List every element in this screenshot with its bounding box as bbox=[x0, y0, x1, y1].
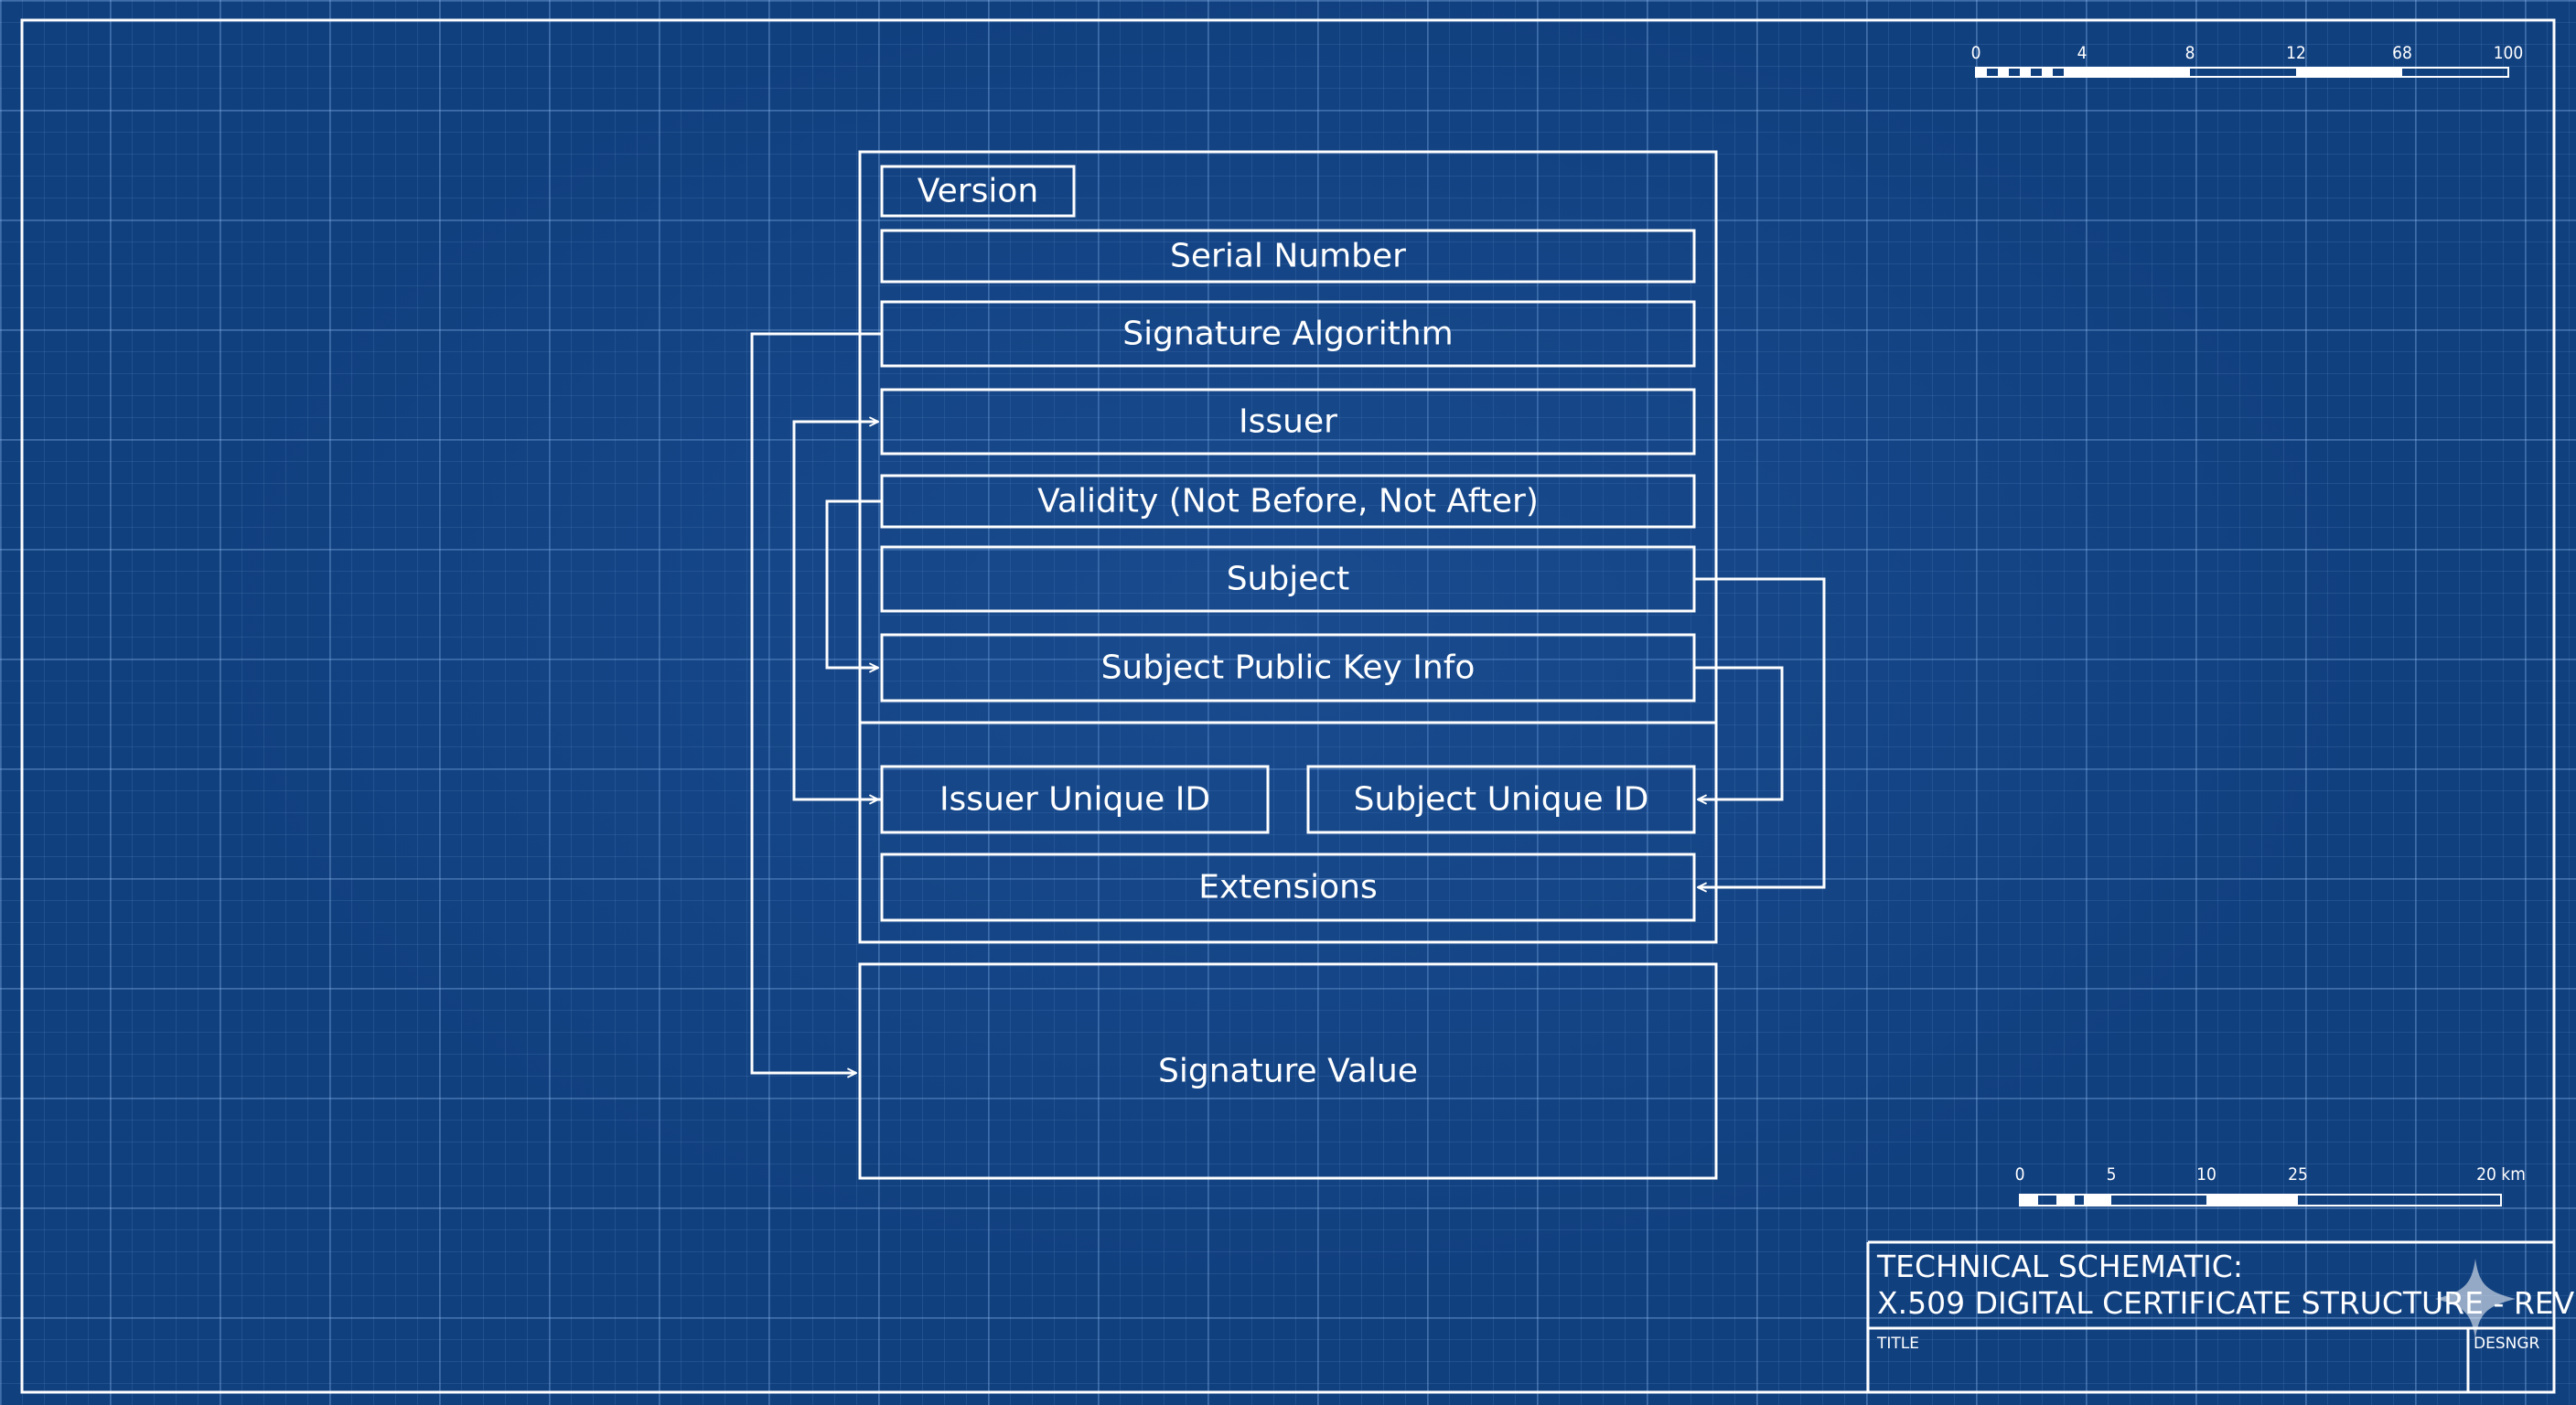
scale-bottom-tick: 10 bbox=[2196, 1164, 2216, 1185]
scale-top-tick: 8 bbox=[2185, 43, 2195, 63]
scale-top-segment bbox=[1998, 68, 2009, 77]
connector-subject-to-extensions bbox=[1694, 577, 1826, 887]
extensions-box bbox=[880, 853, 1696, 922]
serial-number-box bbox=[880, 229, 1696, 284]
connector-issuer-unique-id-to-issuer bbox=[792, 422, 882, 801]
scale-bar-top: 0 4 8 12 68 100 bbox=[1971, 43, 2524, 78]
scale-bottom-segment bbox=[2020, 1195, 2038, 1206]
signature-value-label: Signature Value bbox=[1158, 1053, 1418, 1090]
signature-value-box bbox=[858, 962, 1718, 1180]
scale-bottom-segment bbox=[2084, 1195, 2111, 1206]
title-block-designer-label: DESNGR bbox=[2474, 1335, 2540, 1353]
version-box bbox=[880, 165, 1076, 218]
scale-bottom-segment bbox=[2056, 1195, 2075, 1206]
scale-top-segment bbox=[2042, 68, 2053, 77]
subject-unique-id-label: Subject Unique ID bbox=[1354, 781, 1649, 819]
tbs-certificate-container bbox=[858, 150, 1718, 944]
connector-signature-algorithm-to-signature-value bbox=[750, 332, 882, 1073]
subject-public-key-info-label: Subject Public Key Info bbox=[1101, 649, 1476, 687]
signature-algorithm-label: Signature Algorithm bbox=[1122, 316, 1453, 353]
scale-bottom-segment bbox=[2206, 1195, 2298, 1206]
scale-top-tick: 4 bbox=[2077, 43, 2088, 63]
scale-top-segment bbox=[2064, 68, 2082, 77]
issuer-box bbox=[880, 388, 1696, 456]
drawing-border bbox=[20, 18, 2556, 1394]
connector-validity-to-public-key-info bbox=[825, 499, 882, 668]
scale-top-tick: 68 bbox=[2392, 43, 2412, 63]
validity-label: Validity (Not Before, Not After) bbox=[1037, 483, 1539, 520]
scale-bottom-tick: 20 km bbox=[2476, 1164, 2526, 1185]
scale-top-segment bbox=[1976, 68, 1987, 77]
scale-top-segment bbox=[2082, 68, 2190, 77]
issuer-unique-id-label: Issuer Unique ID bbox=[939, 781, 1210, 819]
scale-top-outline bbox=[1975, 67, 2509, 78]
scale-bottom-tick: 0 bbox=[2015, 1164, 2025, 1185]
scale-bottom-tick: 5 bbox=[2107, 1164, 2117, 1185]
subject-label: Subject bbox=[1227, 561, 1350, 598]
version-label: Version bbox=[918, 173, 1038, 210]
scale-top-tick: 0 bbox=[1971, 43, 1981, 63]
scale-top-tick: 100 bbox=[2494, 43, 2524, 63]
connector-public-key-to-subject-unique-id bbox=[1694, 666, 1784, 799]
subject-unique-id-box bbox=[1306, 765, 1696, 834]
sparkle-icon bbox=[2435, 1259, 2516, 1339]
scale-top-segment bbox=[2020, 68, 2031, 77]
scale-bottom-tick: 25 bbox=[2288, 1164, 2308, 1185]
scale-bar-bottom: 0 5 10 25 20 km bbox=[2015, 1164, 2526, 1207]
title-block-title-label: TITLE bbox=[1876, 1335, 1919, 1353]
issuer-label: Issuer bbox=[1239, 403, 1337, 441]
title-block-line1: TECHNICAL SCHEMATIC: bbox=[1876, 1249, 2243, 1284]
extensions-label: Extensions bbox=[1198, 869, 1378, 906]
scale-top-tick: 12 bbox=[2286, 43, 2306, 63]
scale-top-segment bbox=[2296, 68, 2402, 77]
serial-number-label: Serial Number bbox=[1170, 238, 1406, 275]
